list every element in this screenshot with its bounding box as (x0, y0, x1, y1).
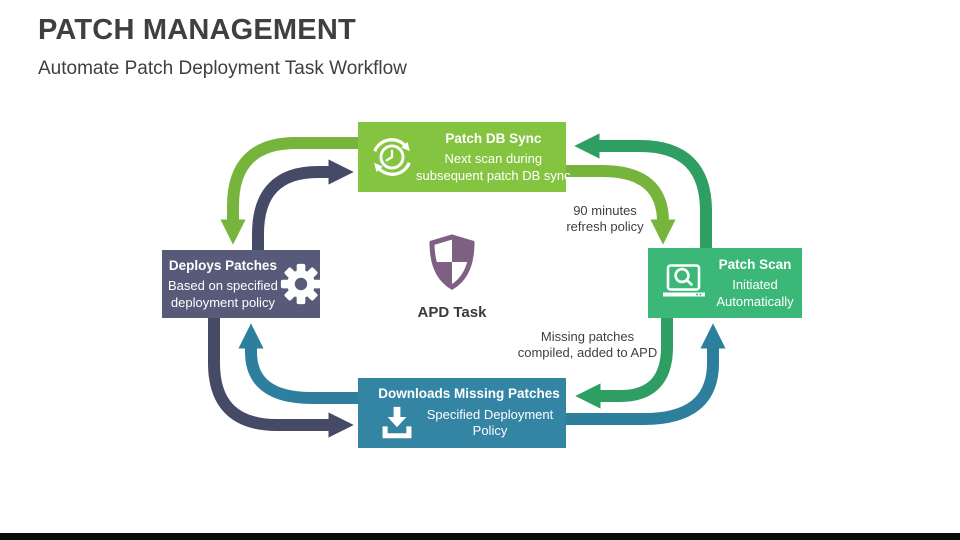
node-line1: Specified Deployment (426, 406, 554, 422)
annotation-missing-patches: Missing patches compiled, added to APD (495, 329, 680, 361)
node-title: Patch Scan (718, 257, 792, 272)
node-line1: Based on specified (168, 278, 278, 293)
annotation-refresh-policy: 90 minutes refresh policy (520, 203, 690, 235)
apd-task-label: APD Task (417, 304, 487, 321)
laptop-search-icon (660, 263, 708, 303)
node-line2: deployment policy (170, 295, 275, 310)
node-title: Downloads Missing Patches (378, 385, 560, 401)
download-icon (380, 405, 414, 441)
node-deploys-patches: Deploys Patches Based on specified deplo… (162, 250, 321, 318)
annotation-line: 90 minutes (573, 203, 637, 218)
shield-icon (402, 234, 502, 290)
node-title: Patch DB Sync (445, 131, 542, 146)
page-subtitle: Automate Patch Deployment Task Workflow (38, 58, 407, 79)
arrow-patch-scan-to-downloads (575, 318, 673, 409)
node-patch-db-sync: Patch DB Sync Next scan during subsequen… (358, 122, 571, 192)
sync-clock-icon (368, 133, 416, 181)
annotation-line: compiled, added to APD (517, 345, 658, 360)
arrow-downloads-to-patch-scan (566, 323, 726, 425)
arrow-db-sync-to-patch-scan (566, 165, 676, 245)
node-line2: Policy (472, 422, 508, 438)
node-title: Deploys Patches (168, 258, 277, 273)
node-line1: Initiated (732, 277, 778, 292)
gear-icon (278, 261, 324, 307)
apd-task-group: APD Task (402, 234, 502, 321)
annotation-line: Missing patches (540, 329, 635, 344)
arrow-patch-scan-to-db-sync (574, 133, 712, 248)
arrow-db-sync-to-deploys (220, 137, 358, 245)
node-patch-scan: Patch Scan Initiated Automatically (648, 248, 802, 318)
node-line2: subsequent patch DB sync (416, 168, 571, 183)
arrow-downloads-to-deploys (238, 323, 358, 404)
bottom-bar (0, 533, 960, 540)
page-title: PATCH MANAGEMENT (38, 14, 356, 46)
annotation-line: refresh policy (566, 219, 644, 234)
node-line2: Automatically (716, 294, 794, 309)
arrow-deploys-to-db-sync (252, 159, 354, 250)
node-line1: Next scan during (444, 151, 543, 166)
arrow-deploys-to-downloads (208, 318, 354, 438)
node-downloads-missing-patches: Downloads Missing Patches Specified Depl… (358, 378, 566, 448)
